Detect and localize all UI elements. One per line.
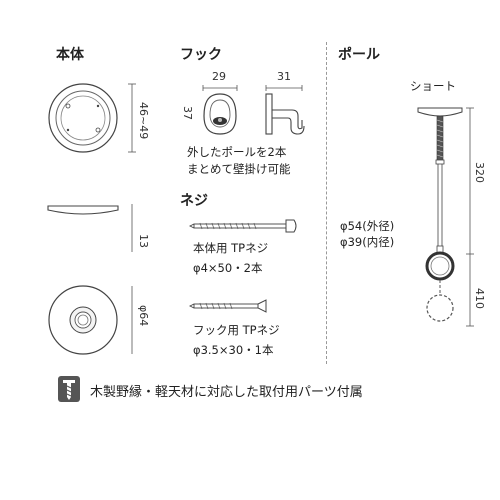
screw-icon — [58, 376, 80, 402]
pole-section-title: ポール — [338, 47, 380, 63]
body-diameter-dim: φ64 — [137, 305, 150, 327]
body-bottom-view — [48, 285, 133, 355]
hook-height-dim: 37 — [181, 106, 194, 120]
hook-note-line-1: 外したポールを2本 — [187, 145, 287, 159]
body-screw-size: φ4×50・2本 — [193, 261, 263, 275]
hook-section-title: フック — [180, 47, 222, 63]
hook-screw-illustration — [188, 299, 267, 313]
body-top-view — [48, 83, 136, 153]
body-screw-label: 本体用 TPネジ — [193, 241, 269, 255]
hook-screw-label: フック用 TPネジ — [193, 323, 280, 337]
hook-width-b-dim: 31 — [277, 70, 291, 83]
pole-length-dim: 320 — [473, 162, 486, 183]
footer-text: 木製野縁・軽天材に対応した取付用パーツ付属 — [90, 385, 363, 400]
pole-extend-dim: 410 — [473, 288, 486, 309]
pole-outer-diameter: φ54(外径) — [340, 219, 395, 233]
body-side-view — [47, 204, 133, 252]
pole-inner-diameter: φ39(内径) — [340, 235, 395, 249]
screw-section-title: ネジ — [180, 193, 208, 209]
pole-illustration — [417, 107, 474, 327]
hook-note-line-2: まとめて壁掛け可能 — [187, 162, 291, 176]
body-height-dim: 46~49 — [137, 102, 150, 140]
body-section-title: 本体 — [56, 47, 84, 63]
section-divider — [326, 42, 327, 364]
hook-note: 外したポールを2本 まとめて壁掛け可能 — [187, 144, 291, 178]
body-thickness-dim: 13 — [137, 234, 150, 248]
hook-width-a-dim: 29 — [212, 70, 226, 83]
hook-side-view — [265, 85, 305, 135]
pole-variant-label: ショート — [410, 79, 456, 93]
body-screw-illustration — [188, 219, 297, 233]
hook-front-view — [202, 85, 238, 135]
hook-screw-size: φ3.5×30・1本 — [193, 343, 274, 357]
